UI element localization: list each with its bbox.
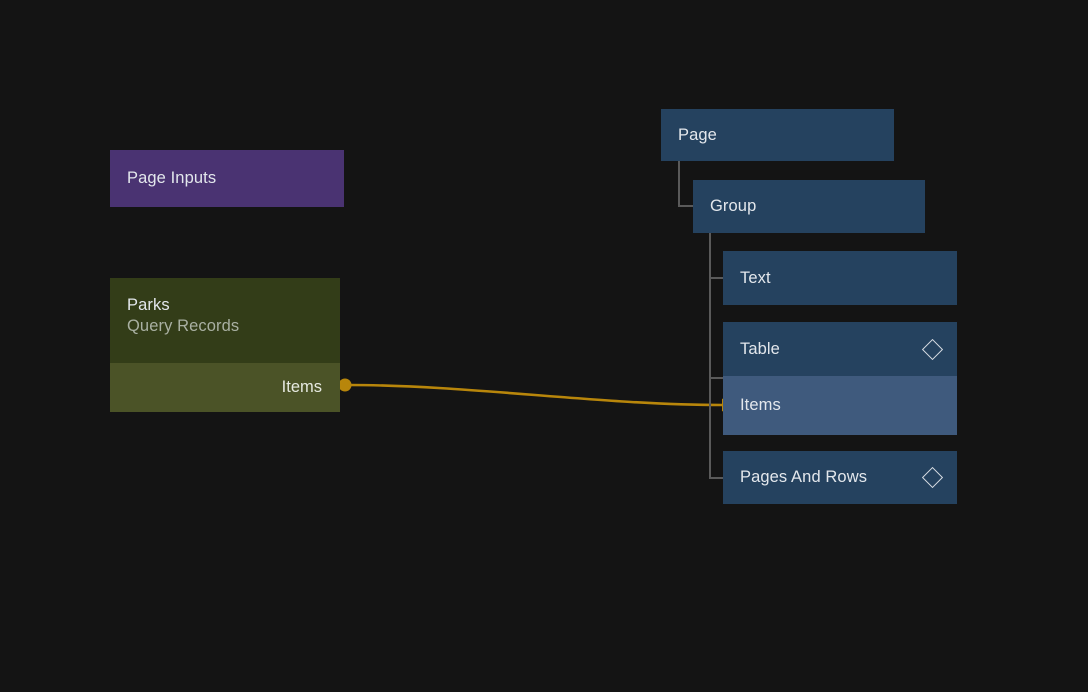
node-page-inputs[interactable]: Page Inputs xyxy=(110,150,344,207)
node-page-row: Page xyxy=(678,126,877,145)
node-pages-and-rows[interactable]: Pages And Rows xyxy=(723,451,957,504)
node-parks-output-port[interactable]: Items xyxy=(110,363,340,412)
node-group-row: Group xyxy=(710,197,908,216)
tree-line-group-to-text xyxy=(709,277,724,279)
node-group-title: Group xyxy=(710,197,757,215)
node-text-row: Text xyxy=(740,269,940,288)
node-text-title: Text xyxy=(740,268,771,287)
node-parks-header: Parks Query Records xyxy=(110,278,340,363)
node-table[interactable]: Table Items xyxy=(723,322,957,435)
tree-line-group-children-trunk xyxy=(709,233,711,478)
tree-line-page-to-group-horizontal xyxy=(678,205,694,207)
node-pages-and-rows-title: Pages And Rows xyxy=(740,468,868,486)
output-port-dot-icon[interactable] xyxy=(338,378,352,392)
edge-parks-items-to-table-items xyxy=(347,383,723,407)
tree-line-group-to-pages-and-rows xyxy=(709,477,724,479)
node-table-input-port[interactable]: Items xyxy=(723,376,957,435)
node-pages-and-rows-row: Pages And Rows xyxy=(740,466,944,489)
diamond-icon[interactable] xyxy=(921,466,944,489)
node-page[interactable]: Page xyxy=(661,109,894,161)
node-parks-subtitle: Query Records xyxy=(127,317,240,335)
node-table-title: Table xyxy=(740,339,780,358)
node-page-title: Page xyxy=(678,125,717,144)
node-parks-title: Parks xyxy=(127,296,170,314)
node-text[interactable]: Text xyxy=(723,251,957,305)
diamond-icon[interactable] xyxy=(921,338,944,360)
node-parks-output-port-label: Items xyxy=(281,378,322,396)
tree-line-page-to-group-vertical xyxy=(678,161,680,206)
node-group[interactable]: Group xyxy=(693,180,925,233)
node-table-input-port-label: Items xyxy=(740,396,781,414)
node-page-inputs-title: Page Inputs xyxy=(127,169,217,187)
tree-line-group-to-table xyxy=(709,377,724,379)
node-parks[interactable]: Parks Query Records Items xyxy=(110,278,340,412)
node-table-header[interactable]: Table xyxy=(723,322,957,376)
